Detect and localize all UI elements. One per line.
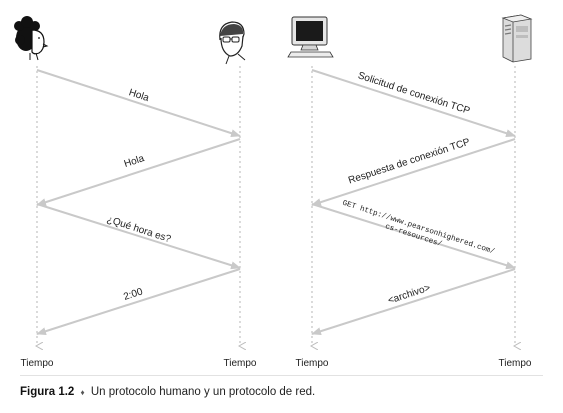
label-tcp-request: Solicitud de conexión TCP — [356, 70, 471, 117]
caption-divider — [20, 375, 543, 376]
arrow-get — [311, 203, 516, 270]
arrow-file — [311, 268, 516, 336]
time-label-server: Tiempo — [499, 358, 532, 369]
arrow-tcp-request — [311, 69, 516, 138]
arrow-que-hora — [36, 203, 241, 270]
arrow-hola-1 — [36, 69, 241, 138]
time-label-woman: Tiempo — [21, 358, 54, 369]
arrow-hola-2 — [36, 138, 241, 207]
figure-caption: Figura 1.2 ♦ Un protocolo humano y un pr… — [20, 386, 315, 398]
man-icon — [219, 21, 246, 65]
woman-icon — [14, 16, 49, 61]
time-label-client: Tiempo — [296, 358, 329, 369]
label-get-line1: GET http://www.pearsonhighered.com/ — [341, 200, 496, 257]
label-hola-2: Hola — [123, 153, 146, 170]
label-hola-1: Hola — [127, 87, 150, 104]
computer-icon — [287, 16, 334, 58]
diamond-icon: ♦ — [80, 388, 85, 397]
arrow-tcp-response — [311, 138, 516, 207]
time-label-man: Tiempo — [224, 358, 257, 369]
server-icon — [501, 14, 533, 63]
label-tcp-response: Respuesta de conexión TCP — [347, 137, 472, 187]
figure-number: Figura 1.2 — [20, 386, 75, 398]
caption-text: Un protocolo humano y un protocolo de re… — [90, 386, 316, 398]
arrow-time-reply — [36, 268, 241, 336]
